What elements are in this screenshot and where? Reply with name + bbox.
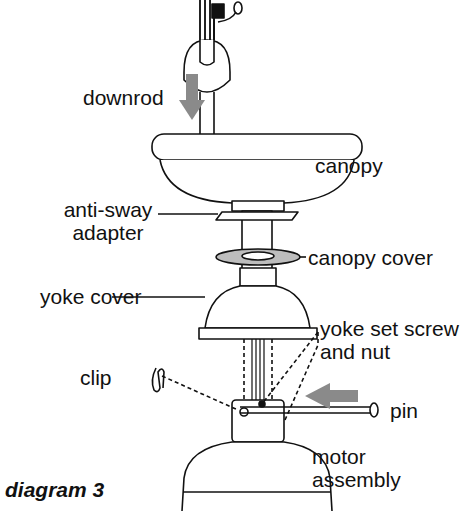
part-label: yoke set screw and nut xyxy=(320,317,468,363)
part-label: yoke cover xyxy=(40,285,150,308)
part-label: canopy xyxy=(315,154,425,177)
part-label: motor assembly xyxy=(312,445,412,491)
part-label: pin xyxy=(390,399,450,422)
part-label: canopy cover xyxy=(308,246,458,269)
part-label: downrod xyxy=(83,86,193,109)
diagram-caption: diagram 3 xyxy=(5,478,155,502)
part-label: anti-sway adapter xyxy=(52,198,164,244)
part-label: clip xyxy=(80,366,140,389)
